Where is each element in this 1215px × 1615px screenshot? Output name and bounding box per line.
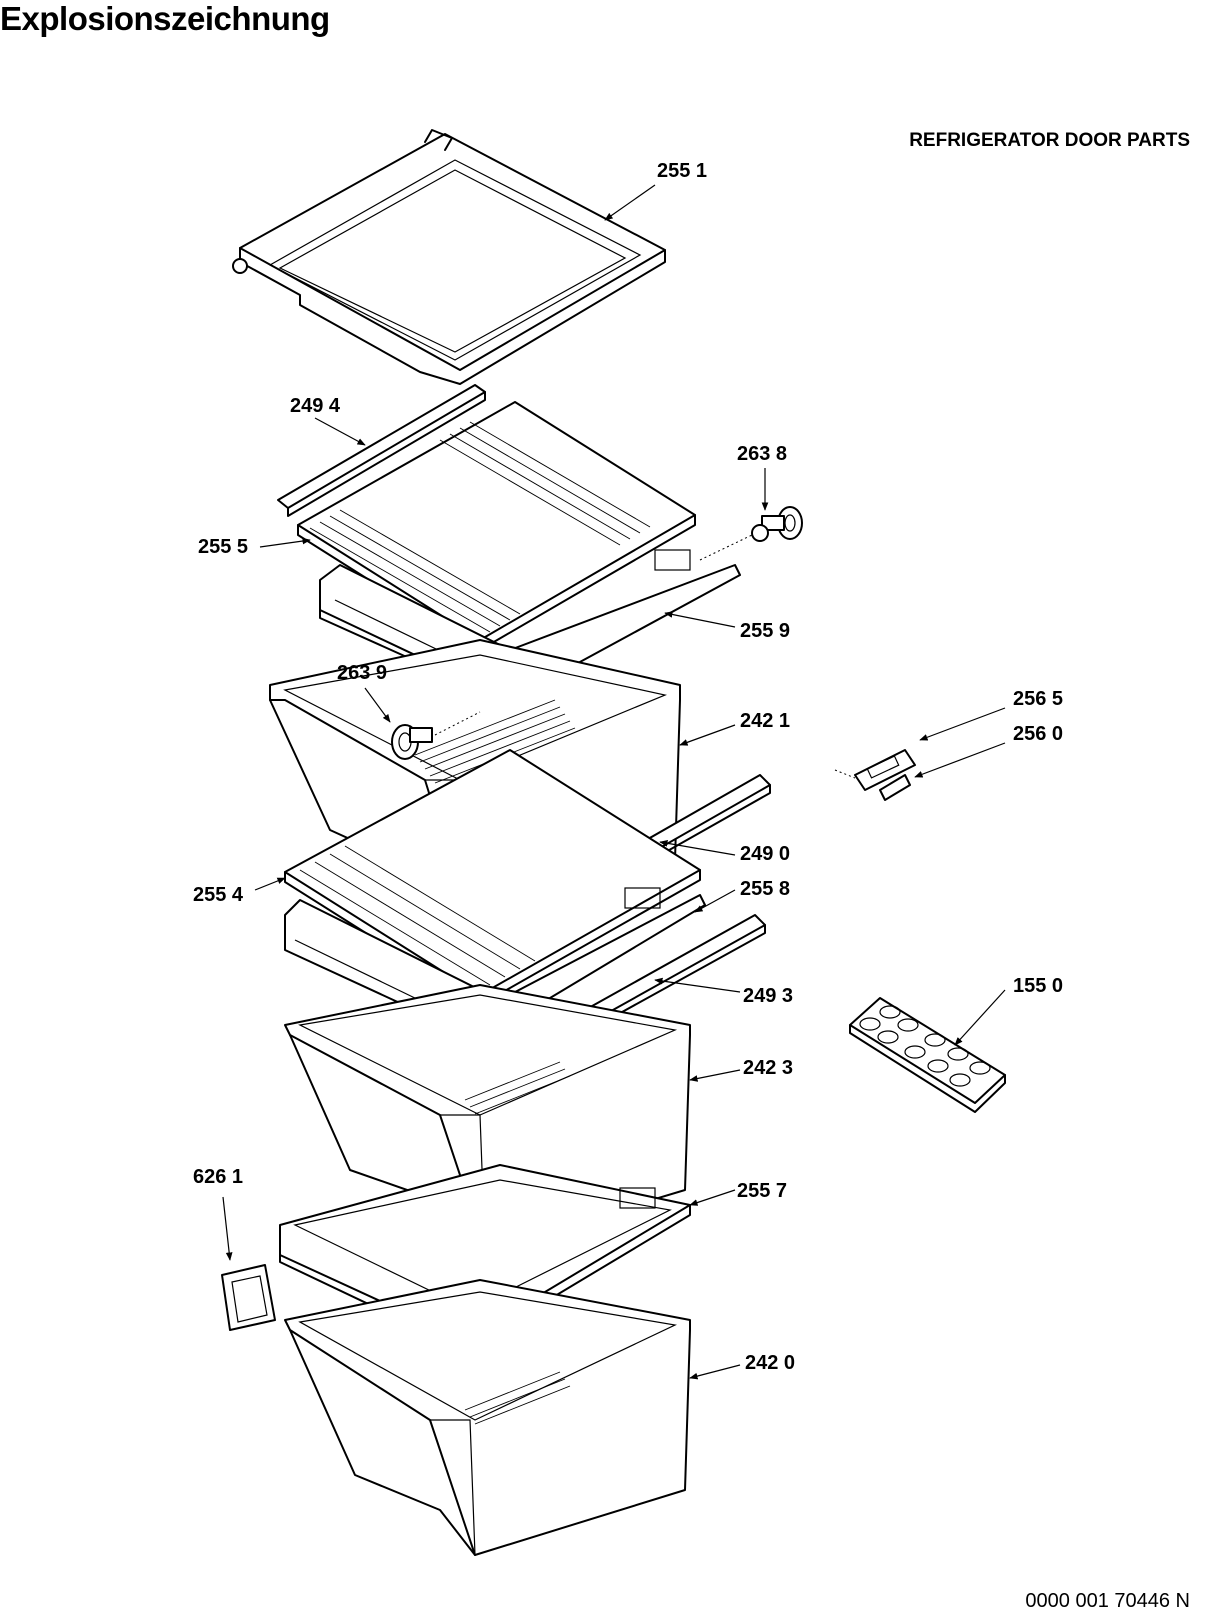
- part-label-2420: 242 0: [745, 1352, 796, 1374]
- part-label-2494: 249 4: [290, 395, 341, 417]
- part-label-2555: 255 5: [198, 536, 249, 558]
- part-label-2551: 255 1: [657, 160, 708, 182]
- drawer-lower: [284, 1279, 691, 1556]
- part-label-2493: 249 3: [743, 985, 794, 1007]
- part-label-2423: 242 3: [743, 1057, 794, 1079]
- roller-left: [391, 711, 481, 760]
- part-label-1550: 155 0: [1013, 975, 1064, 997]
- part-label-2559: 255 9: [740, 620, 791, 642]
- part-label-2639: 263 9: [337, 662, 388, 684]
- glass-shelf-upper: [297, 401, 696, 651]
- document-number: 0000 001 70446 N: [1025, 1590, 1190, 1612]
- diagram-subtitle: REFRIGERATOR DOOR PARTS: [909, 130, 1190, 151]
- part-label-2560: 256 0: [1013, 723, 1064, 745]
- egg-tray: [849, 997, 1006, 1113]
- page-title: Explosionszeichnung: [0, 0, 330, 37]
- roller-right: [699, 506, 803, 561]
- part-label-6261: 626 1: [193, 1166, 244, 1188]
- part-label-2565: 256 5: [1013, 688, 1064, 710]
- part-label-2554: 255 4: [193, 884, 244, 906]
- part-label-2490: 249 0: [740, 843, 791, 865]
- part-label-2558: 255 8: [740, 878, 791, 900]
- leader-lines: [222, 184, 1006, 1380]
- label-plate: [221, 1264, 276, 1331]
- small-clip-parts: [834, 749, 916, 801]
- trim-strip-upper: [277, 384, 486, 517]
- part-label-2421: 242 1: [740, 710, 791, 732]
- part-label-2638: 263 8: [737, 443, 788, 465]
- part-label-2557: 255 7: [737, 1180, 788, 1202]
- top-shelf-frame: [232, 129, 666, 385]
